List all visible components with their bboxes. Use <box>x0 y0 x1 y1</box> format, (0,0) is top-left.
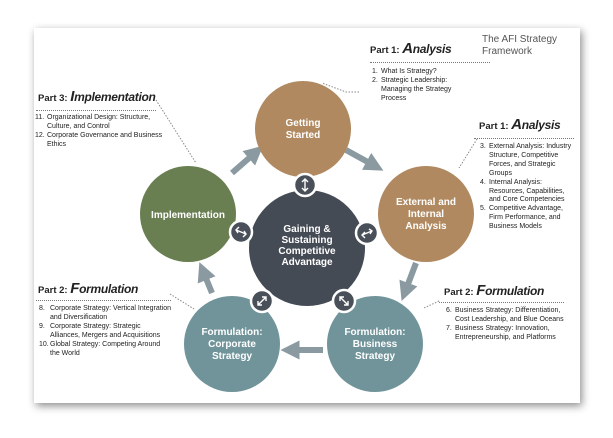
list-item: 2.Strategic Leadership: Managing the Str… <box>372 76 452 102</box>
double-arrow-icon <box>339 296 349 306</box>
list-item: 10.Global Strategy: Competing Around the… <box>39 340 161 357</box>
list-item: 7.Business Strategy: Innovation, Entrepr… <box>446 324 556 341</box>
badge-bottom-left <box>249 288 275 314</box>
panel-header-formulation-left: Part 2: Formulation <box>38 280 139 297</box>
list-item: 3.External Analysis: Industry Structure,… <box>480 143 572 177</box>
cycle-arrow <box>197 262 216 295</box>
leader-line <box>169 293 195 310</box>
node-formulation-business-strategy <box>327 296 423 392</box>
list-item: 5.Competitive Advantage, Firm Performanc… <box>480 205 563 231</box>
list-item: 6.Business Strategy: Differentiation, Co… <box>446 307 564 323</box>
panel-header-analysis-right: Part 1: Analysis <box>479 116 561 133</box>
double-arrow-icon <box>235 226 247 238</box>
node-implementation <box>140 166 236 262</box>
panel-rule <box>370 62 490 63</box>
list-item: 4.Internal Analysis: Resources, Capabili… <box>480 178 565 204</box>
double-arrow-icon <box>257 296 267 306</box>
panel-header-formulation-right: Part 2: Formulation <box>444 282 545 299</box>
badge-left <box>228 219 254 245</box>
list-item: 8.Corporate Strategy: Vertical Integrati… <box>39 305 172 321</box>
cycle-arrow <box>230 145 264 176</box>
cycle-arrow <box>399 261 419 301</box>
panel-list-implementation: 11.Organizational Design: Structure, Cul… <box>35 114 167 150</box>
panel-header-analysis-top: Part 1: Analysis <box>370 40 452 57</box>
badge-right <box>354 220 380 246</box>
double-arrow-icon <box>361 228 373 239</box>
center-node <box>249 190 365 306</box>
panel-list-analysis-right: 3.External Analysis: Industry Structure,… <box>480 143 576 232</box>
panel-rule <box>439 302 564 303</box>
framework-title: The AFI Strategy Framework <box>482 34 558 57</box>
leader-line <box>155 99 197 164</box>
panel-rule <box>474 138 574 139</box>
list-item: 11.Organizational Design: Structure, Cul… <box>35 114 151 130</box>
list-item: 9.Corporate Strategy: Strategic Alliance… <box>39 322 161 339</box>
panel-rule <box>36 300 171 301</box>
panel-list-analysis-top: 1.What Is Strategy? 2.Strategic Leadersh… <box>372 68 472 104</box>
panel-rule <box>36 110 156 111</box>
panel-header-implementation: Part 3: Implementation <box>38 88 156 105</box>
node-external-internal-analysis <box>378 166 474 262</box>
badge-top <box>292 172 318 198</box>
leader-line <box>423 300 440 309</box>
node-formulation-corporate-strategy <box>184 296 280 392</box>
double-arrow-icon <box>301 178 309 192</box>
list-item: 12.Corporate Governance and Business Eth… <box>35 131 163 148</box>
badge-bottom-right <box>331 288 357 314</box>
leader-line <box>458 138 478 169</box>
cycle-arrow <box>344 147 384 171</box>
node-label-implementation: Implementation <box>151 210 225 221</box>
list-item: 1.What Is Strategy? <box>372 68 437 75</box>
leader-line <box>321 82 359 93</box>
panel-list-formulation-left: 8.Corporate Strategy: Vertical Integrati… <box>39 305 171 358</box>
node-getting-started <box>255 81 351 177</box>
panel-list-formulation-right: 6.Business Strategy: Differentiation, Co… <box>446 307 566 343</box>
